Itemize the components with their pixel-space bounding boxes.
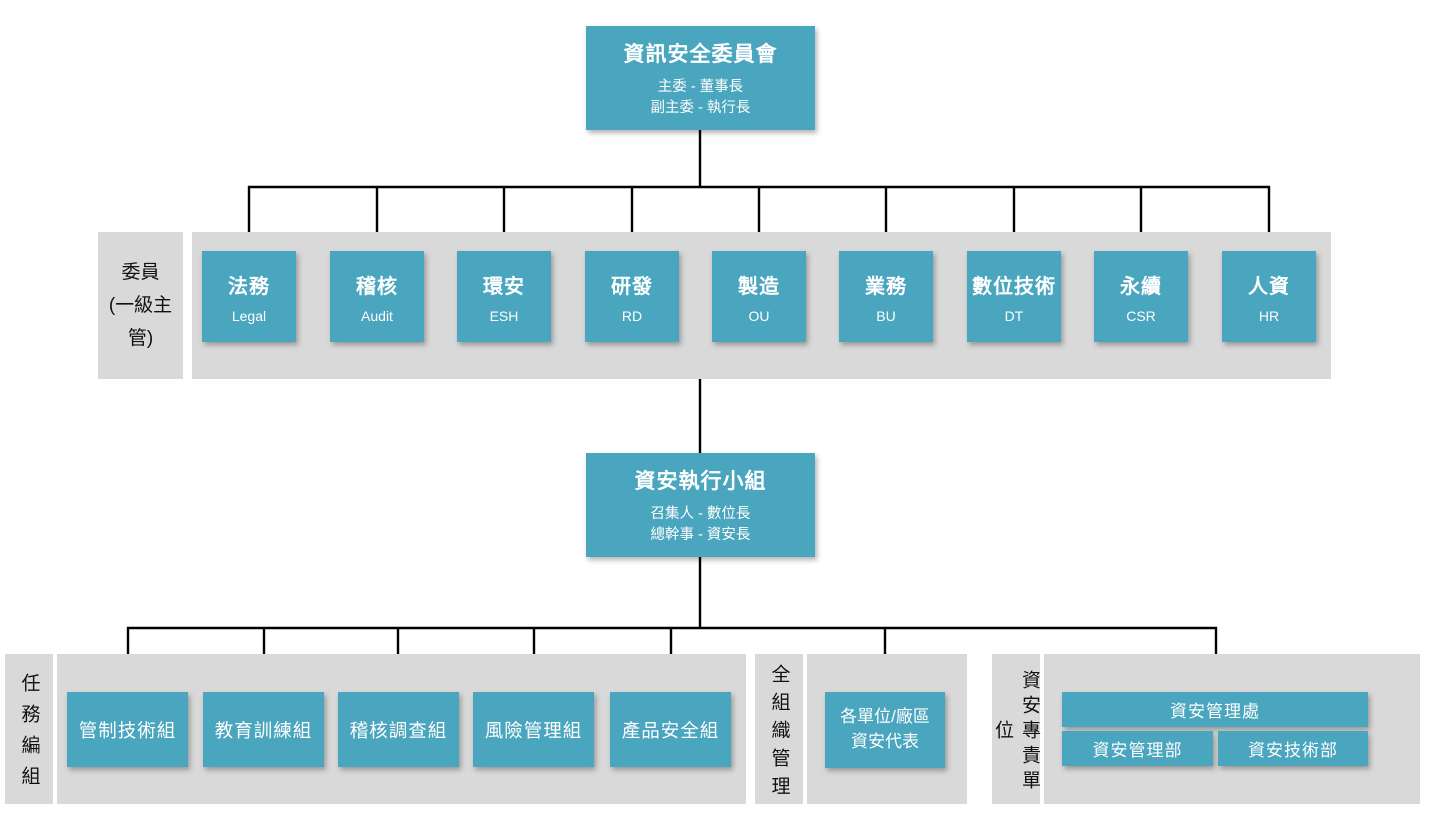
- security-rep-line1: 各單位/廠區: [840, 707, 930, 727]
- member-en: Legal: [231, 307, 267, 324]
- member-en: CSR: [1126, 307, 1156, 324]
- member-box-ou: 製造 OU: [712, 251, 806, 342]
- dedicated-unit-band: [1044, 654, 1420, 804]
- committee-chair: 主委 - 董事長: [657, 79, 744, 96]
- security-rep-box: 各單位/廠區 資安代表: [825, 692, 945, 768]
- member-en: HR: [1258, 307, 1280, 324]
- member-zh: 人資: [1248, 275, 1290, 298]
- task-group-label: 任務編組: [5, 654, 53, 804]
- members-label-line2: (一級主管): [108, 294, 173, 350]
- member-zh: 稽核: [356, 275, 398, 298]
- task-box-product-sec: 產品安全組: [610, 692, 731, 767]
- members-label-line1: 委員: [121, 261, 160, 283]
- member-en: Audit: [361, 307, 393, 324]
- member-zh: 永續: [1120, 275, 1162, 298]
- exec-team-title: 資安執行小組: [634, 470, 767, 494]
- task-box-risk-mgmt: 風險管理組: [473, 692, 594, 767]
- committee-box: 資訊安全委員會 主委 - 董事長 副主委 - 執行長: [586, 26, 815, 130]
- member-box-esh: 環安 ESH: [457, 251, 551, 342]
- member-zh: 法務: [228, 275, 270, 298]
- member-zh: 業務: [865, 275, 907, 298]
- task-box-audit-invest: 稽核調查組: [338, 692, 459, 767]
- member-en: DT: [1004, 307, 1024, 324]
- member-box-csr: 永續 CSR: [1094, 251, 1188, 342]
- exec-team-box: 資安執行小組 召集人 - 數位長 總幹事 - 資安長: [586, 453, 815, 557]
- members-row-label: 委員 (一級主管): [98, 232, 183, 379]
- member-en: BU: [876, 307, 896, 324]
- task-box-control-tech: 管制技術組: [67, 692, 188, 767]
- member-zh: 環安: [483, 275, 525, 298]
- committee-title: 資訊安全委員會: [623, 43, 778, 67]
- committee-vice-chair: 副主委 - 執行長: [650, 99, 751, 116]
- member-zh: 數位技術: [972, 275, 1056, 298]
- exec-team-convener: 召集人 - 數位長: [650, 506, 751, 523]
- member-box-hr: 人資 HR: [1222, 251, 1316, 342]
- member-box-bu: 業務 BU: [839, 251, 933, 342]
- security-mgmt-dept-box: 資安管理部: [1062, 731, 1213, 766]
- member-en: OU: [748, 307, 770, 324]
- member-box-dt: 數位技術 DT: [967, 251, 1061, 342]
- member-en: RD: [621, 307, 643, 324]
- member-zh: 研發: [611, 275, 653, 298]
- member-zh: 製造: [738, 275, 780, 298]
- member-en: ESH: [489, 307, 519, 324]
- member-box-audit: 稽核 Audit: [330, 251, 424, 342]
- security-rep-line2: 資安代表: [851, 732, 919, 751]
- dedicated-unit-label: 資安專責單位: [992, 654, 1040, 804]
- task-box-training: 教育訓練組: [203, 692, 324, 767]
- member-box-rd: 研發 RD: [585, 251, 679, 342]
- security-tech-dept-box: 資安技術部: [1218, 731, 1368, 766]
- org-wide-label: 全組織管理: [755, 654, 803, 804]
- security-division-box: 資安管理處: [1062, 692, 1368, 727]
- exec-team-secretary: 總幹事 - 資安長: [650, 526, 751, 543]
- member-box-legal: 法務 Legal: [202, 251, 296, 342]
